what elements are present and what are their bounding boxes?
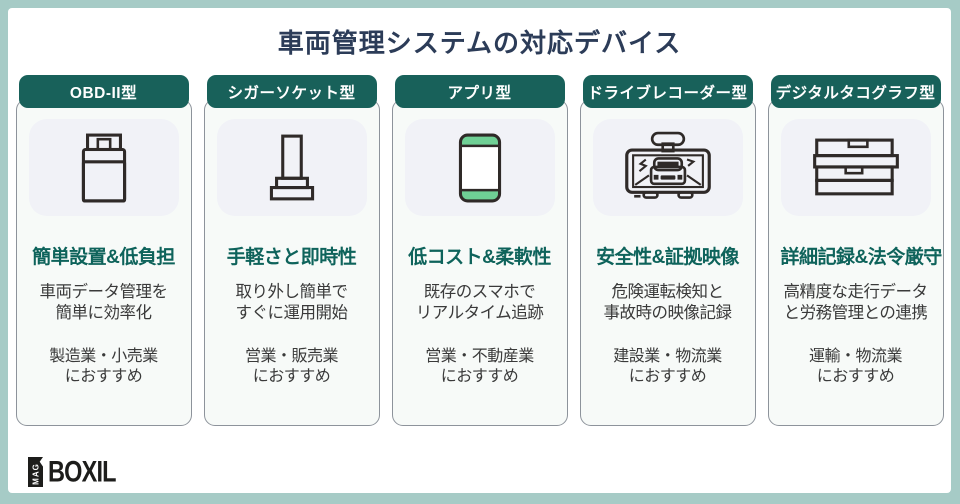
card-cigar-socket-description: 取り外し簡単で すぐに運用開始 [235, 283, 349, 322]
card-digital-tachograph-description: 高精度な走行データ と労務管理との連携 [783, 283, 929, 322]
boxil-mag-logo: MAG BOXIL [28, 455, 129, 488]
card-cigar-socket-subtitle: 手軽さと即時性 [226, 247, 357, 268]
card-obd2-subtitle: 簡単設置&低負担 [32, 247, 175, 268]
card-cigar-socket-body: 手軽さと即時性 取り外し簡単で すぐに運用開始 営業・販売業 におすすめ [203, 99, 380, 426]
card-drive-recorder-icon-tile [592, 119, 743, 216]
card-digital-tachograph-body: 詳細記録&法令厳守 高精度な走行データ と労務管理との連携 運輸・物流業 におす… [767, 99, 944, 426]
smartphone-icon [458, 133, 501, 202]
boxil-brand-text: BOXIL [48, 455, 117, 488]
infographic-panel: 車両管理システムの対応デバイス OBD-II型 簡単設置&低負担 車両データ管理… [8, 8, 951, 493]
card-drive-recorder: ドライブレコーダー型 [579, 75, 756, 426]
device-cards-row: OBD-II型 簡単設置&低負担 車両データ管理を 簡単に効率化 製造業・小売業… [8, 75, 951, 426]
card-cigar-socket-icon-tile [216, 119, 367, 216]
card-drive-recorder-body: 安全性&証拠映像 危険運転検知と 事故時の映像記録 建設業・物流業 におすすめ [579, 99, 756, 426]
card-obd2-description: 車両データ管理を 簡単に効率化 [39, 283, 169, 322]
card-obd2-header: OBD-II型 [18, 75, 189, 108]
card-drive-recorder-header: ドライブレコーダー型 [582, 75, 753, 108]
card-digital-tachograph-header: デジタルタコグラフ型 [770, 75, 941, 108]
card-cigar-socket-recommendation: 営業・販売業 におすすめ [244, 347, 339, 386]
card-digital-tachograph-recommendation: 運輸・物流業 におすすめ [808, 347, 903, 386]
card-app-header: アプリ型 [394, 75, 565, 108]
card-obd2: OBD-II型 簡単設置&低負担 車両データ管理を 簡単に効率化 製造業・小売業… [15, 75, 192, 426]
card-app-subtitle: 低コスト&柔軟性 [408, 247, 551, 268]
card-drive-recorder-description: 危険運転検知と 事故時の映像記録 [603, 283, 733, 322]
drive-recorder-icon [624, 131, 711, 199]
card-cigar-socket: シガーソケット型 手軽さと即時性 取り外し簡単で すぐに運用開始 営業・販売業 … [203, 75, 380, 426]
mag-flag-icon: MAG [28, 457, 43, 487]
mag-label: MAG [31, 462, 40, 485]
card-obd2-recommendation: 製造業・小売業 におすすめ [49, 347, 158, 386]
card-drive-recorder-recommendation: 建設業・物流業 におすすめ [613, 347, 722, 386]
card-obd2-icon-tile [28, 119, 179, 216]
card-app-icon-tile [404, 119, 555, 216]
obd-connector-icon [81, 133, 126, 202]
card-app: アプリ型 低コスト&柔軟性 既存のスマホで リアルタイム追跡 営業・不動産業 に… [391, 75, 568, 426]
card-digital-tachograph-subtitle: 詳細記録&法令厳守 [780, 247, 943, 268]
card-digital-tachograph: デジタルタコグラフ型 詳細記録&法令厳守 高精度な走行データ と労務管理との連携… [767, 75, 944, 426]
digital-tachograph-icon [812, 138, 899, 195]
card-cigar-socket-header: シガーソケット型 [206, 75, 377, 108]
card-app-body: 低コスト&柔軟性 既存のスマホで リアルタイム追跡 営業・不動産業 におすすめ [391, 99, 568, 426]
card-app-recommendation: 営業・不動産業 におすすめ [425, 347, 534, 386]
card-obd2-body: 簡単設置&低負担 車両データ管理を 簡単に効率化 製造業・小売業 におすすめ [15, 99, 192, 426]
card-drive-recorder-subtitle: 安全性&証拠映像 [596, 247, 739, 268]
page-title: 車両管理システムの対応デバイス [277, 28, 682, 58]
card-app-description: 既存のスマホで リアルタイム追跡 [415, 283, 544, 322]
card-digital-tachograph-icon-tile [780, 119, 931, 216]
cigar-socket-plug-icon [269, 134, 314, 200]
